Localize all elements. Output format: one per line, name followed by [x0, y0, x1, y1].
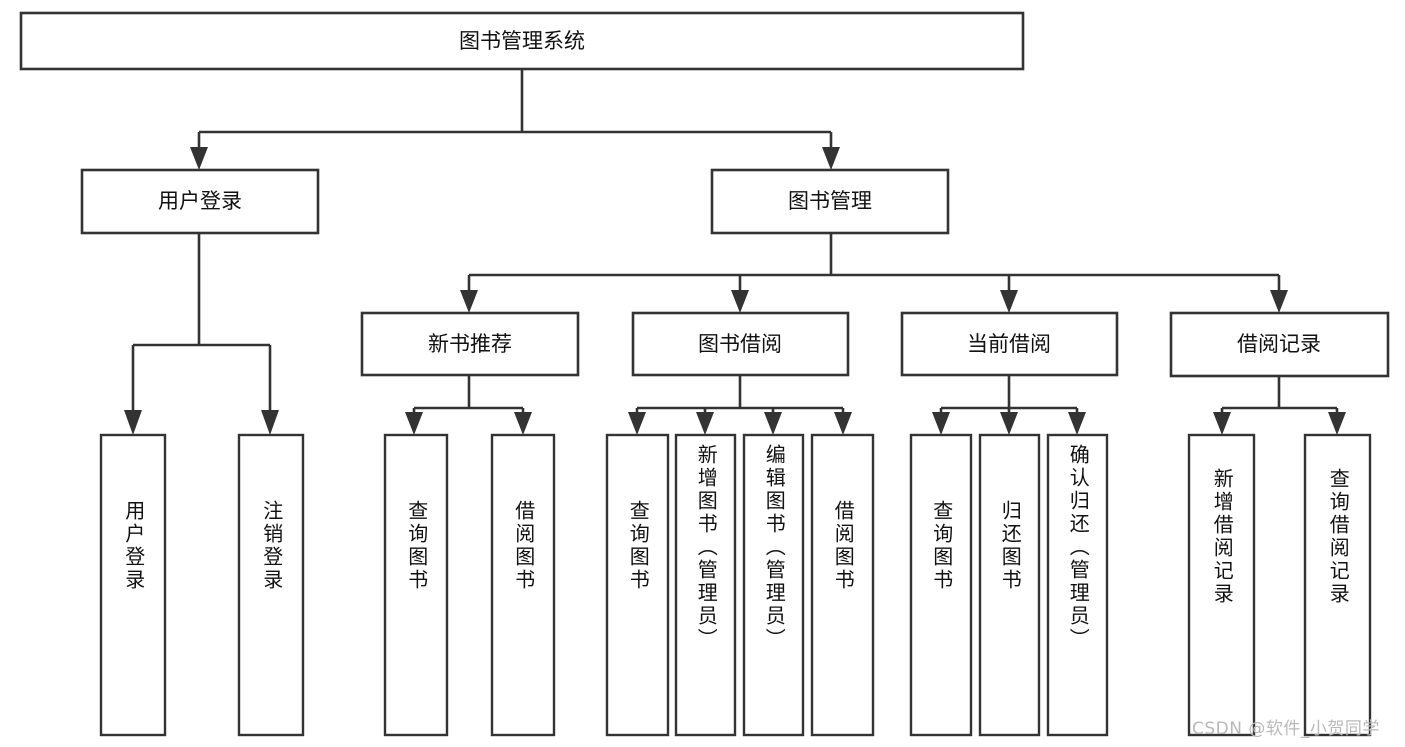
leaf-box-user-login-2[interactable] [237, 433, 305, 737]
leaf-box-current-borrow-1[interactable] [909, 433, 973, 737]
node-book-management-label: 图书管理 [788, 189, 872, 213]
connector-book-borrow-to-leaves [628, 375, 852, 435]
leaf-box-user-login-1[interactable] [99, 433, 167, 737]
leaf-box-book-borrow-2[interactable] [674, 433, 737, 737]
leaf-box-current-borrow-3[interactable] [1046, 433, 1109, 737]
leaf-box-new-book-2[interactable] [490, 433, 556, 737]
node-root-label: 图书管理系统 [459, 29, 585, 53]
connector-borrow-record-to-leaves [1213, 376, 1346, 435]
node-new-book-recommend-label: 新书推荐 [428, 332, 512, 356]
node-book-management[interactable]: 图书管理 [710, 168, 950, 235]
node-borrow-record[interactable]: 借阅记录 [1169, 311, 1390, 378]
leaf-box-new-book-1[interactable] [383, 433, 449, 737]
connector-user-login-to-leaves [124, 233, 279, 435]
leaf-box-current-borrow-2[interactable] [978, 433, 1041, 737]
leaf-box-borrow-record-1[interactable] [1187, 433, 1256, 737]
node-user-login[interactable]: 用户登录 [80, 168, 320, 235]
node-new-book-recommend[interactable]: 新书推荐 [360, 311, 580, 377]
connector-current-borrow-to-leaves [932, 375, 1086, 435]
leaf-box-book-borrow-1[interactable] [605, 433, 670, 737]
connector-new-book-to-leaves [405, 375, 532, 435]
connector-root-to-level2 [190, 69, 840, 170]
leaf-box-book-borrow-4[interactable] [810, 433, 875, 737]
connector-book-mgmt-to-level3 [460, 233, 1288, 313]
node-borrow-record-label: 借阅记录 [1237, 332, 1321, 356]
node-book-borrow[interactable]: 图书借阅 [631, 311, 850, 377]
node-root-system[interactable]: 图书管理系统 [19, 11, 1025, 71]
node-current-borrow-label: 当前借阅 [967, 332, 1051, 356]
csdn-watermark: CSDN @软件_小贺同学 [1192, 719, 1380, 739]
node-current-borrow[interactable]: 当前借阅 [900, 311, 1119, 377]
leaf-box-borrow-record-2[interactable] [1303, 433, 1372, 737]
leaf-box-book-borrow-3[interactable] [742, 433, 805, 737]
node-book-borrow-label: 图书借阅 [698, 332, 782, 356]
node-user-login-label: 用户登录 [158, 189, 242, 213]
